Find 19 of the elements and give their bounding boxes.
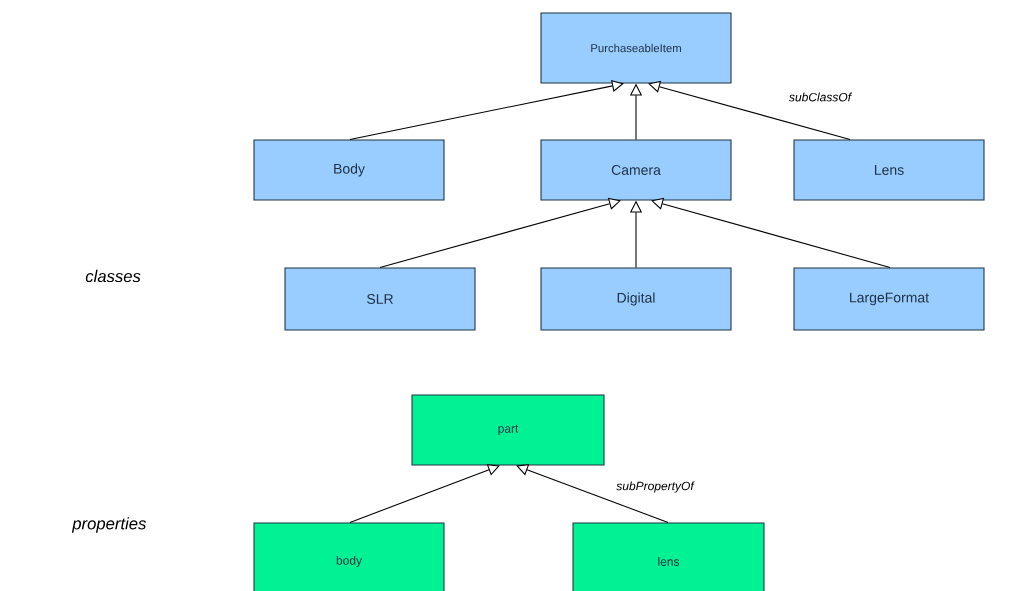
class-box: lens bbox=[572, 522, 765, 591]
arrow bbox=[516, 464, 669, 523]
class-box: Camera bbox=[540, 139, 732, 201]
class-box: Body bbox=[253, 139, 445, 201]
class-box: part bbox=[411, 394, 605, 466]
arrow bbox=[648, 80, 851, 140]
arrow bbox=[349, 79, 624, 140]
class-box: LargeFormat bbox=[793, 267, 985, 331]
row-label: properties bbox=[71, 517, 147, 533]
class-box: Digital bbox=[540, 267, 732, 331]
arrow bbox=[379, 197, 621, 268]
class-box: PurchaseableItem bbox=[540, 12, 732, 84]
class-box: Lens bbox=[793, 139, 985, 201]
class-box: SLR bbox=[284, 267, 476, 331]
edge-label: subClassOf bbox=[787, 91, 853, 103]
edge-label: subPropertyOf bbox=[615, 480, 695, 494]
row-label: classes bbox=[85, 269, 141, 283]
class-box: body bbox=[253, 522, 445, 591]
arrow bbox=[349, 464, 500, 523]
